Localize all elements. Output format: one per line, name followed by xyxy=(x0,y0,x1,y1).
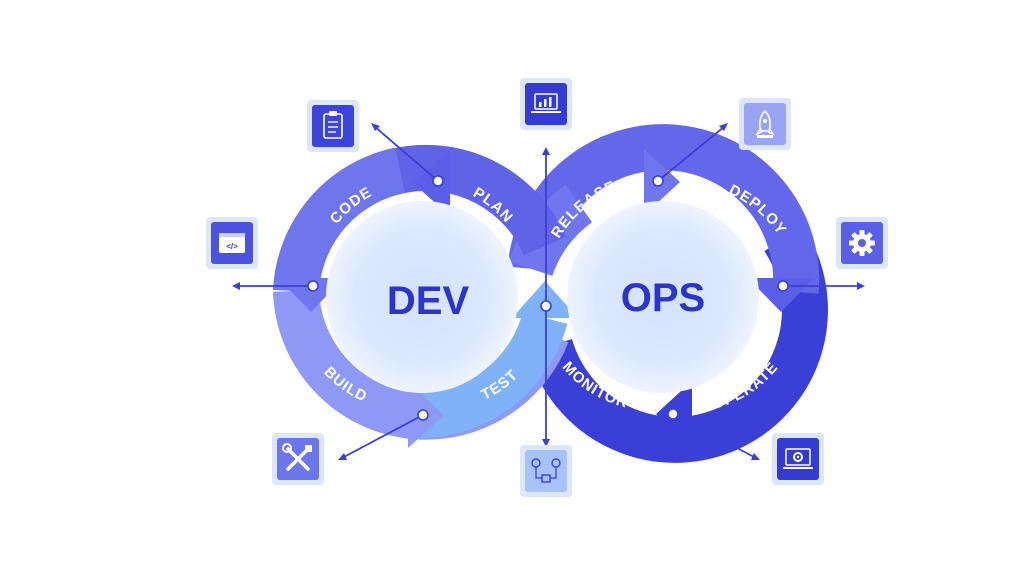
dot-release xyxy=(652,175,664,187)
dot-test xyxy=(540,300,552,312)
connector-operate xyxy=(672,413,757,459)
connector-release-tip xyxy=(719,123,728,131)
connector-build xyxy=(341,414,424,459)
dev-ring-test xyxy=(419,311,568,438)
connector-plan-tip xyxy=(371,123,380,131)
dot-operate xyxy=(667,408,679,420)
gear-icon xyxy=(836,217,888,269)
ops-title: OPS xyxy=(621,276,705,320)
connector-release xyxy=(657,125,726,182)
laptop-chart-icon xyxy=(520,78,572,130)
infinity-loop xyxy=(273,124,828,463)
test-flow-icon xyxy=(520,445,572,497)
connector-build-tip xyxy=(338,453,347,460)
connector-plan xyxy=(373,125,439,182)
dev-ring-code xyxy=(273,147,406,293)
svg-text:</>: </> xyxy=(226,242,238,251)
dot-code xyxy=(307,280,319,292)
dot-build xyxy=(417,409,429,421)
dot-plan xyxy=(432,175,444,187)
connector-deploy-tip xyxy=(857,282,865,290)
dev-center xyxy=(326,201,518,393)
rocket-icon xyxy=(739,98,791,150)
arrow-plan-head xyxy=(413,150,450,216)
arrow-test-head xyxy=(512,281,578,318)
connector-code-tip xyxy=(232,282,240,290)
connector-vertical-bottom xyxy=(542,439,550,447)
connector-operate-tip xyxy=(751,453,760,460)
connector-dots xyxy=(307,175,789,421)
code-window-icon: </> xyxy=(206,217,258,269)
ops-center xyxy=(567,201,759,393)
center-circles: DEV OPS xyxy=(326,201,759,393)
dot-deploy xyxy=(777,280,789,292)
clipboard-icon xyxy=(307,100,359,152)
ops-ring-bottom xyxy=(527,225,828,463)
dev-title: DEV xyxy=(387,279,470,323)
tools-icon xyxy=(272,433,324,485)
connectors xyxy=(232,123,865,460)
monitor-gear-icon xyxy=(772,433,824,485)
connector-vertical-top xyxy=(542,147,550,155)
